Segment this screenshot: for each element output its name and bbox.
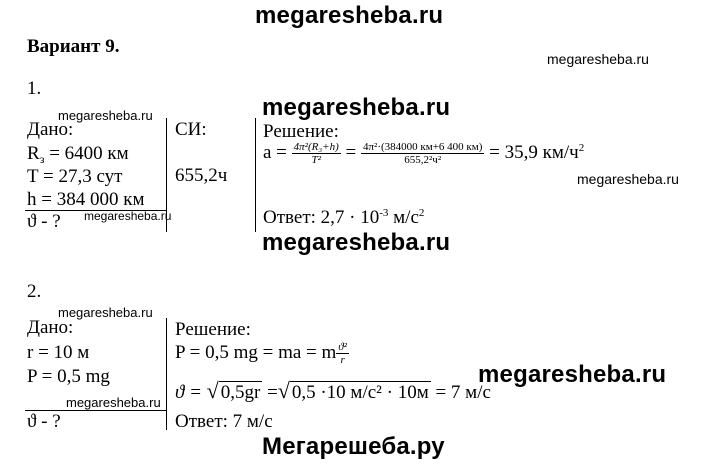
problem1-find: ϑ - ? [27, 211, 61, 232]
watermark-right-top: megaresheba.ru [547, 51, 649, 67]
watermark-p2-left: megaresheba.ru [58, 305, 153, 320]
problem1-answer: Ответ: 2,7 · 10-3 м/с2 [263, 207, 425, 228]
watermark-p2-right: megaresheba.ru [478, 361, 667, 388]
problem2-given-label: Дано: [27, 317, 74, 338]
problem2-given-force: P = 0,5 mg [27, 366, 110, 387]
watermark-p1-bottom-left: megaresheba.ru [84, 209, 172, 223]
problem1-si-label: СИ: [175, 119, 207, 140]
watermark-footer: Мегарешеба.ру [262, 433, 445, 460]
watermark-p1-right: megaresheba.ru [577, 171, 679, 187]
problem1-divider-si [255, 118, 256, 232]
problem1-given-period: T = 27,3 сут [27, 166, 123, 187]
problem2-answer: Ответ: 7 м/с [175, 411, 273, 432]
problem1-find-rule [25, 210, 166, 211]
variant-heading: Вариант 9. [27, 36, 120, 57]
watermark-top: megaresheba.ru [255, 2, 444, 29]
problem2-find-rule [25, 410, 166, 411]
problem2-given-radius: r = 10 м [27, 342, 90, 363]
problem1-given-label: Дано: [27, 119, 74, 140]
problem2-line2: ϑ = √0,5gr =√0,5 ·10 м/с² · 10м = 7 м/с [175, 378, 491, 403]
problem1-solution-label: Решение: [263, 121, 339, 142]
problem1-given-height: h = 384 000 км [27, 189, 145, 210]
problem1-si-value: 655,2ч [175, 165, 228, 186]
watermark-p1-left: megaresheba.ru [58, 108, 153, 123]
problem1-formula: a = 4π²(R₃+h) T² = 4π²·(384000 км+6 400 … [263, 141, 585, 166]
problem1-given-radius: Rз = 6400 км [27, 143, 129, 166]
watermark-p1-center: megaresheba.ru [262, 94, 451, 121]
watermark-p2-bottom-left: megaresheba.ru [66, 395, 161, 410]
problem1-divider-given [166, 118, 167, 232]
problem2-number: 2. [27, 281, 42, 302]
watermark-p1-bottom-center: megaresheba.ru [262, 229, 451, 256]
problem2-solution-label: Решение: [175, 319, 251, 340]
problem1-number: 1. [27, 78, 42, 99]
problem2-divider-given [166, 318, 167, 430]
problem2-find: ϑ - ? [27, 411, 61, 432]
